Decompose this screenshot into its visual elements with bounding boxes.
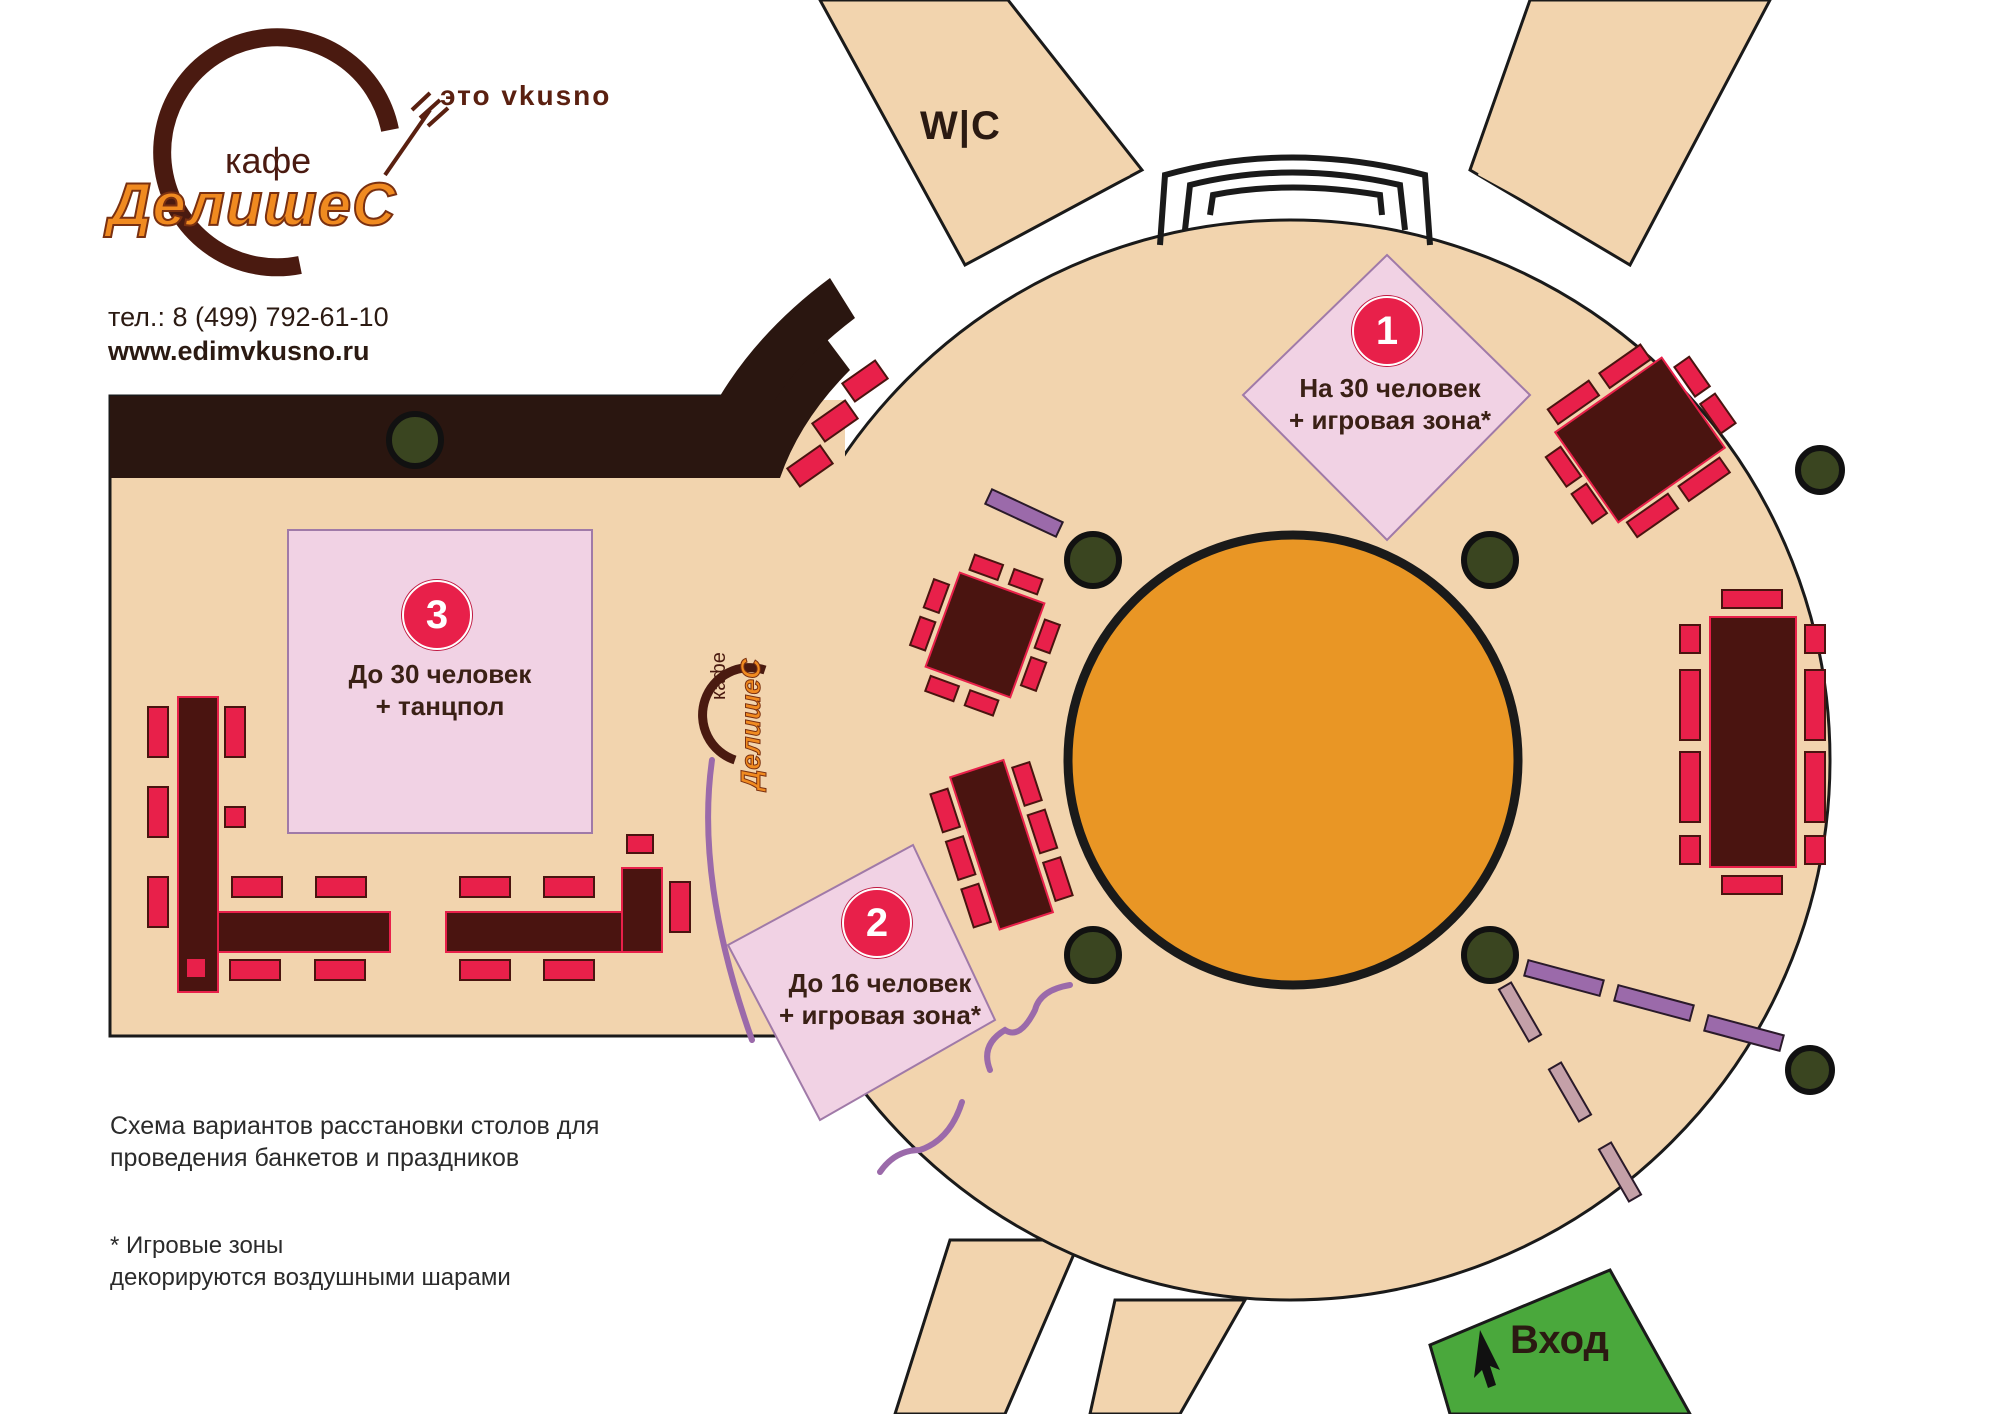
mini-brand-name: ДелишеС	[735, 658, 767, 790]
table-group-c	[1544, 343, 1737, 539]
mini-cafe-word: кафе	[708, 652, 730, 700]
zone-2	[726, 843, 997, 1122]
zone-1-label: На 30 человек + игровая зона*	[1289, 373, 1491, 435]
corridor-bottom-mid	[1088, 1298, 1248, 1414]
brand-name: ДелишеС	[107, 170, 397, 239]
brand-ring	[153, 28, 399, 277]
footnote: * Игровые зоны декорируются воздушными ш…	[110, 1232, 511, 1291]
stage-steps	[1157, 154, 1433, 246]
wall-arc	[720, 278, 855, 400]
table-group-d	[1679, 589, 1826, 895]
zone-2-label: До 16 человек + игровая зона*	[779, 968, 981, 1030]
contact-phone: тел.: 8 (499) 792-61-10	[108, 302, 389, 332]
zone-3-label: До 30 человек + танцпол	[348, 659, 532, 721]
wc-label: W|C	[920, 104, 1001, 148]
columns	[386, 411, 1845, 1095]
balloon-ribbons	[705, 757, 1073, 1175]
brand-cafe-word: кафе	[225, 140, 312, 181]
mini-ring	[698, 663, 767, 765]
center-island	[1063, 530, 1523, 990]
table-group-a	[908, 553, 1062, 717]
wall-chairs	[785, 359, 890, 488]
brand-slogan: это vkusno	[440, 80, 612, 111]
left-hall-furniture	[147, 696, 691, 993]
dividers	[983, 487, 1785, 1203]
fork-icon	[383, 91, 450, 177]
zone-1	[1241, 253, 1532, 542]
wall	[110, 330, 850, 478]
corridor-bottom-left	[893, 1238, 1083, 1414]
zone-3-number: 3	[402, 580, 472, 650]
table-group-b	[929, 758, 1074, 931]
entrance-label: Вход	[1510, 1318, 1609, 1362]
plan-caption: Схема вариантов расстановки столов для п…	[110, 1112, 600, 1172]
entrance-zone	[1428, 1268, 1692, 1414]
zone-2-number: 2	[842, 888, 912, 958]
zone-1-number: 1	[1352, 296, 1422, 366]
arrow-cursor-icon	[1474, 1330, 1500, 1388]
contact-website[interactable]: www.edimvkusno.ru	[108, 336, 370, 366]
